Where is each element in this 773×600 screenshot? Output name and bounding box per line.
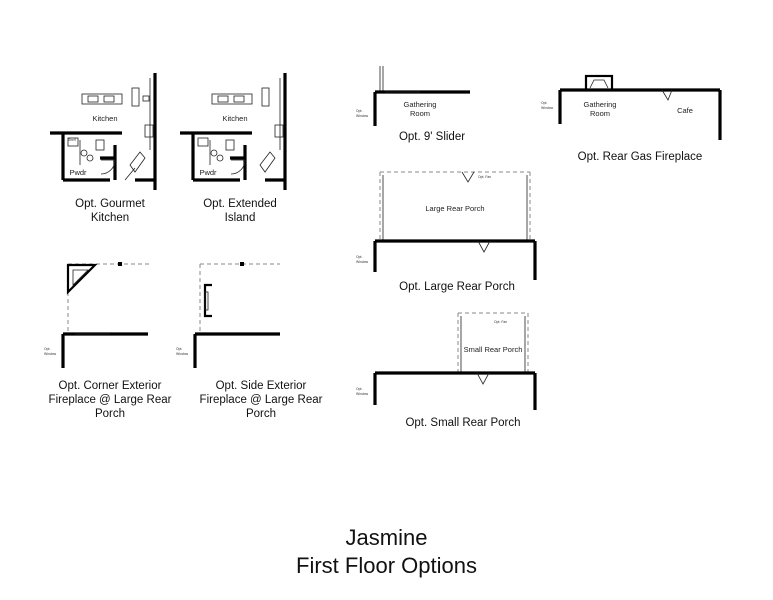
caption-side-exterior-fireplace: Opt. Side Exterior Fireplace @ Large Rea… [199,380,323,420]
powder-label: Pwdr [69,168,87,177]
large-rear-porch-label: Large Rear Porch [425,204,484,213]
cafe-label: Cafe [677,106,693,115]
svg-text:Window: Window [44,352,57,356]
svg-text:Window: Window [356,392,369,396]
large-rear-porch-plan: Opt. Fan Large Rear Porch Opt. Window [356,171,537,280]
small-rear-porch-plan: Opt. Fan Small Rear Porch Opt. Window [356,312,537,410]
powder-label-2: Pwdr [199,168,217,177]
gathering-room-label-4: Room [590,109,610,118]
caption-gourmet-kitchen: Opt. Gourmet Kitchen [75,198,145,224]
svg-text:Opt.: Opt. [541,101,547,105]
svg-text:Opt.: Opt. [356,255,362,259]
svg-text:Window: Window [356,114,369,118]
caption-extended-island: Opt. Extended Island [203,198,277,224]
svg-text:Window: Window [356,260,369,264]
svg-text:Opt.: Opt. [356,387,362,391]
nine-ft-slider-plan: Gathering Room Opt. Window [356,66,470,126]
caption-nine-ft-slider: Opt. 9' Slider [398,131,466,143]
page-title-line-1: Jasmine [345,525,428,550]
svg-text:Window: Window [176,352,189,356]
svg-text:Opt.: Opt. [44,347,50,351]
svg-text:Opt. Fan: Opt. Fan [478,175,491,179]
side-fireplace-plan: Opt. Window [176,262,280,368]
svg-text:Opt. Fan: Opt. Fan [494,320,507,324]
gathering-room-label-1: Gathering [404,100,437,109]
svg-text:Window: Window [541,106,554,110]
kitchen-label: Kitchen [92,114,117,123]
extended-island-plan: Kitchen Pwdr [180,73,287,190]
page-title: Jasmine First Floor Options [0,524,773,580]
caption-corner-exterior-fireplace: Opt. Corner Exterior Fireplace @ Large R… [48,380,172,420]
gathering-room-label-3: Gathering [584,100,617,109]
page-title-line-2: First Floor Options [296,553,477,578]
gathering-room-label-2: Room [410,109,430,118]
small-rear-porch-label: Small Rear Porch [464,345,523,354]
rear-gas-fireplace-plan: Gathering Room Cafe Opt. Window [541,74,722,140]
kitchen-label-2: Kitchen [222,114,247,123]
caption-small-rear-porch: Opt. Small Rear Porch [405,417,521,429]
svg-text:Opt.: Opt. [356,109,362,113]
corner-fireplace-plan: Opt. Window [44,262,150,368]
caption-rear-gas-fireplace: Opt. Rear Gas Fireplace [577,151,703,163]
caption-large-rear-porch: Opt. Large Rear Porch [399,281,515,293]
gourmet-kitchen-plan: Kitchen Pwdr Shelf [50,73,157,190]
svg-text:Shelf: Shelf [68,138,76,142]
svg-text:Opt.: Opt. [176,347,182,351]
